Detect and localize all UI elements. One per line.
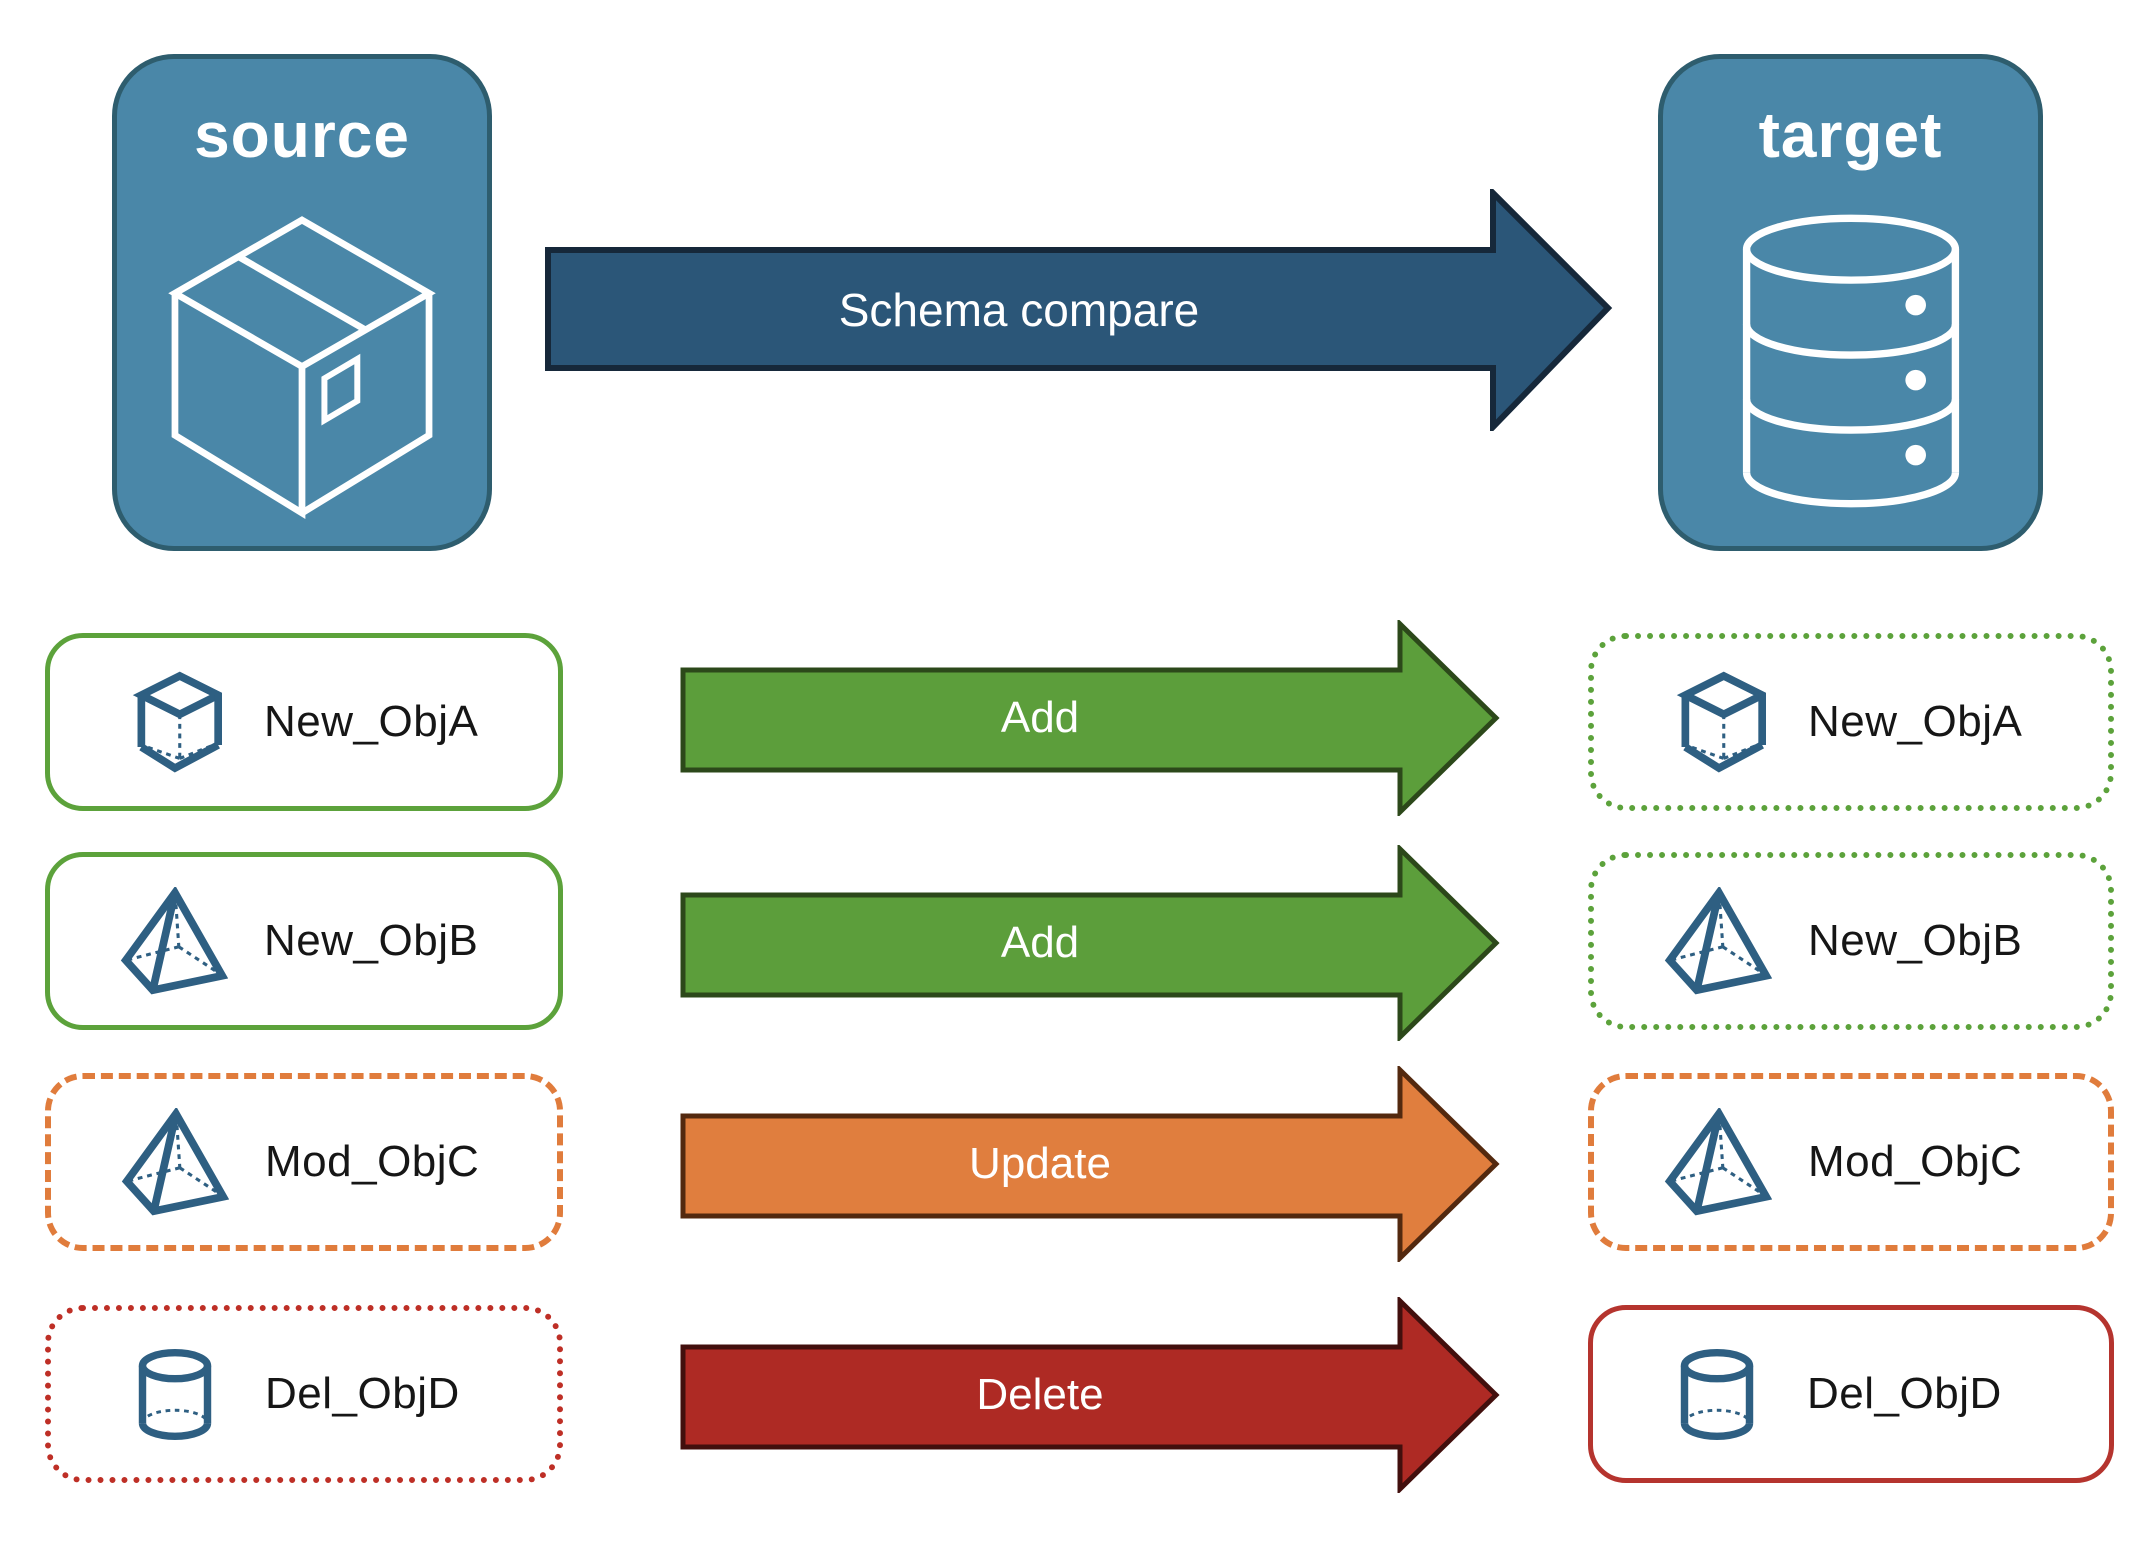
target-object-new-objb: New_ObjB: [1588, 852, 2114, 1030]
target-node-title: target: [1758, 99, 1943, 171]
pyramid-icon: [118, 887, 230, 995]
pyramid-icon: [119, 1108, 231, 1216]
source-node: source: [112, 54, 492, 551]
source-object-label: New_ObjA: [264, 697, 479, 746]
cube-icon: [1662, 671, 1774, 773]
add-arrow-objb: Add: [680, 845, 1500, 1041]
source-object-new-obja: New_ObjA: [45, 633, 563, 811]
update-arrow-objc: Update: [680, 1066, 1500, 1262]
add-arrow-obja: Add: [680, 620, 1500, 816]
source-node-title: source: [194, 99, 410, 171]
target-node: target: [1658, 54, 2043, 551]
source-object-del-objd: Del_ObjD: [45, 1305, 563, 1483]
source-object-label: Del_ObjD: [265, 1369, 460, 1418]
target-object-label: Mod_ObjC: [1808, 1137, 2023, 1186]
package-icon: [117, 211, 487, 525]
cylinder-icon: [1661, 1348, 1773, 1441]
target-object-mod-objc: Mod_ObjC: [1588, 1073, 2114, 1251]
schema-compare-arrow: Schema compare: [545, 189, 1613, 431]
target-object-label: Del_ObjD: [1807, 1369, 2002, 1418]
target-object-new-obja: New_ObjA: [1588, 633, 2114, 811]
delete-arrow-objd: Delete: [680, 1297, 1500, 1493]
pyramid-icon: [1662, 1108, 1774, 1216]
target-object-label: New_ObjA: [1808, 697, 2023, 746]
target-object-label: New_ObjB: [1808, 916, 2023, 965]
source-object-new-objb: New_ObjB: [45, 852, 563, 1030]
cube-icon: [118, 671, 230, 773]
cylinder-icon: [119, 1348, 231, 1441]
source-object-label: New_ObjB: [264, 916, 479, 965]
source-object-label: Mod_ObjC: [265, 1137, 480, 1186]
pyramid-icon: [1662, 887, 1774, 995]
database-icon: [1663, 211, 2038, 511]
target-object-del-objd: Del_ObjD: [1588, 1305, 2114, 1483]
source-object-mod-objc: Mod_ObjC: [45, 1073, 563, 1251]
